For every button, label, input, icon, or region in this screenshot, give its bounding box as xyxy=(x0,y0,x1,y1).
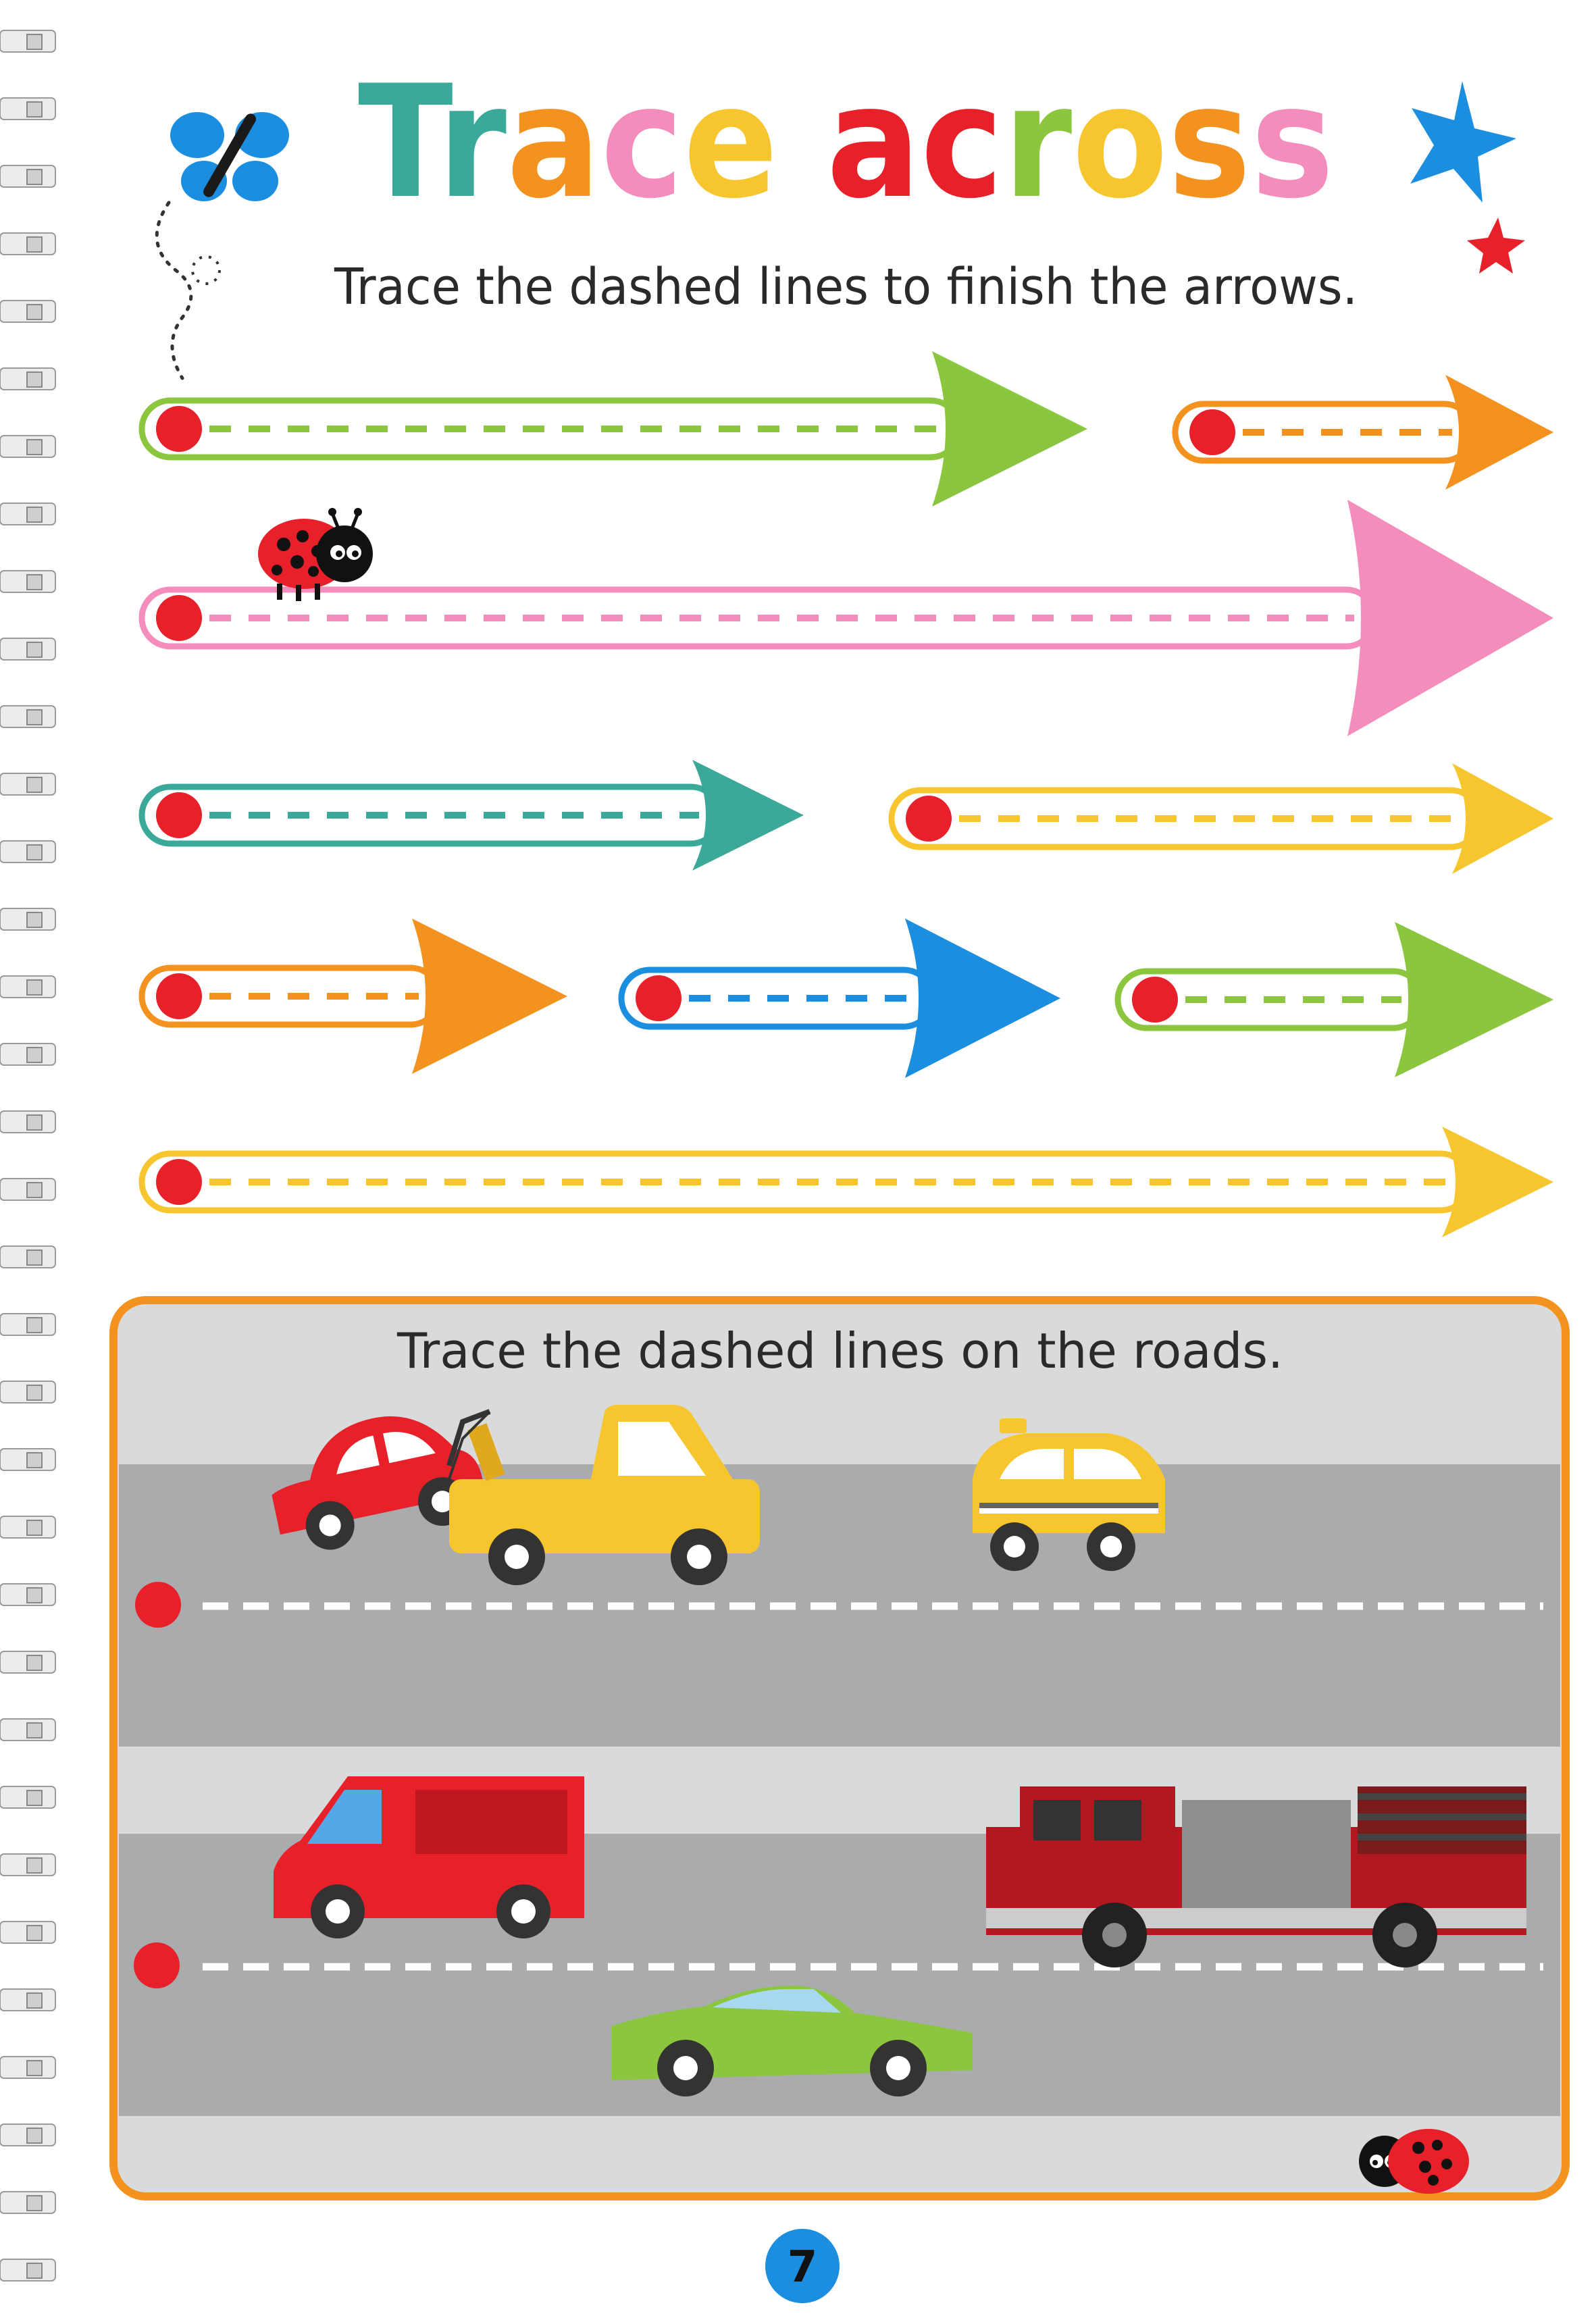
arrow-exercises xyxy=(138,351,1553,1237)
arrow-start-dot[interactable] xyxy=(156,595,202,641)
roads-instruction: Trace the dashed lines on the roads. xyxy=(396,1322,1283,1379)
title-letter: e xyxy=(684,53,778,233)
title-letter: r xyxy=(1003,53,1072,233)
butterfly-icon xyxy=(155,112,289,380)
arrow-head xyxy=(412,919,567,1074)
page-number: 7 xyxy=(788,2242,818,2292)
red-star-icon xyxy=(1467,217,1525,274)
arrow-green-long[interactable] xyxy=(138,351,1087,507)
arrow-teal[interactable] xyxy=(138,760,804,871)
arrow-head xyxy=(1445,375,1553,490)
arrow-head xyxy=(905,919,1060,1078)
arrow-head xyxy=(1395,922,1553,1077)
arrow-orange[interactable] xyxy=(138,919,567,1074)
title-letter: a xyxy=(827,53,921,233)
green-sports-car-icon xyxy=(611,1986,973,2096)
taxi-icon xyxy=(973,1418,1165,1571)
arrow-orange-short[interactable] xyxy=(1172,375,1553,490)
title-letter: s xyxy=(1251,53,1334,233)
arrow-yellow-long[interactable] xyxy=(138,1127,1553,1237)
tow-truck-icon xyxy=(446,1405,760,1585)
fire-truck-icon xyxy=(986,1786,1526,1967)
arrow-head xyxy=(1452,763,1553,874)
road-1-start-dot[interactable] xyxy=(135,1582,181,1628)
arrow-start-dot[interactable] xyxy=(156,792,202,838)
road-2-start-dot[interactable] xyxy=(134,1942,180,1988)
red-van-icon xyxy=(274,1776,584,1938)
arrow-head xyxy=(1442,1127,1553,1237)
page-number-badge xyxy=(765,2229,840,2303)
ladybug-icon xyxy=(1359,2129,1469,2194)
arrow-start-dot[interactable] xyxy=(636,975,681,1021)
arrow-start-dot[interactable] xyxy=(156,406,202,452)
page-title: Trace across xyxy=(358,53,1334,233)
title-letter: c xyxy=(921,53,1003,233)
title-letter: T xyxy=(358,53,453,233)
arrow-start-dot[interactable] xyxy=(1132,977,1178,1023)
arrow-green[interactable] xyxy=(1114,922,1553,1077)
arrow-start-dot[interactable] xyxy=(156,1159,202,1205)
blue-star-icon xyxy=(1410,81,1516,203)
arrow-blue[interactable] xyxy=(618,919,1060,1078)
arrow-yellow[interactable] xyxy=(888,763,1553,874)
arrow-pink-long[interactable] xyxy=(138,500,1553,736)
title-letter xyxy=(778,53,827,233)
title-letter: r xyxy=(438,53,507,233)
arrow-head xyxy=(1347,500,1553,736)
title-letter: s xyxy=(1168,53,1251,233)
arrow-start-dot[interactable] xyxy=(906,796,952,842)
ladybug-icon xyxy=(258,508,373,601)
title-letter: c xyxy=(600,53,683,233)
arrow-head xyxy=(692,760,804,871)
arrow-start-dot[interactable] xyxy=(156,973,202,1019)
title-letter: o xyxy=(1072,53,1168,233)
arrow-head xyxy=(932,351,1087,507)
title-letter: a xyxy=(507,53,600,233)
spiral-binding xyxy=(0,30,56,2282)
red-car-icon xyxy=(272,1416,486,1550)
arrow-start-dot[interactable] xyxy=(1189,409,1235,455)
arrows-instruction: Trace the dashed lines to finish the arr… xyxy=(334,258,1358,316)
